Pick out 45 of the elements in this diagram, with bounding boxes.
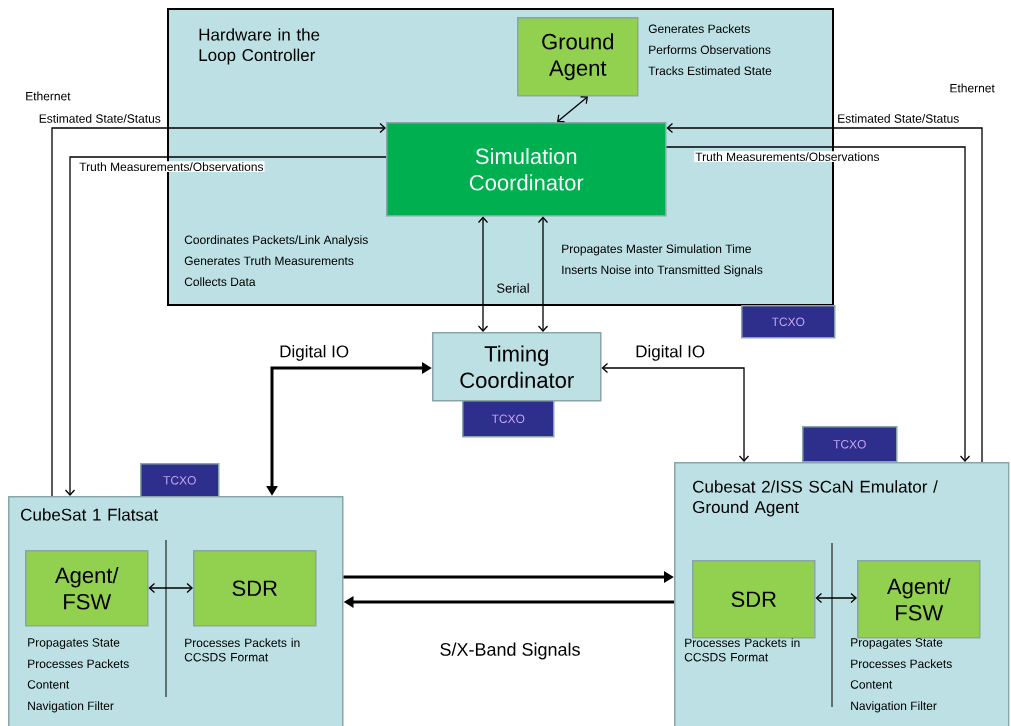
module-box: SDR xyxy=(692,560,816,639)
connector-arrow xyxy=(557,96,588,123)
module-box: Agent/ FSW xyxy=(25,550,149,627)
description-text: Content xyxy=(27,680,70,689)
network-label: Ethernet xyxy=(26,91,71,101)
module-box: Ground Agent xyxy=(517,17,639,97)
description-text: Processes Packets xyxy=(851,659,952,668)
edge-label: Estimated State/Status xyxy=(37,113,162,124)
description-text: Processes Packets in CCSDS Format xyxy=(684,638,800,662)
signal-label: S/X-Band Signals xyxy=(440,642,580,660)
oscillator-chip: TCXO xyxy=(140,463,220,498)
connector-arrow xyxy=(601,362,750,462)
connector-arrow xyxy=(148,582,193,594)
edge-label: Digital IO xyxy=(634,343,707,362)
description-text: Collects Data xyxy=(184,277,256,286)
description-text: Generates Packets xyxy=(648,24,750,33)
module-box: Agent/ FSW xyxy=(857,560,981,639)
edge-label: Digital IO xyxy=(278,343,351,362)
description-text: Processes Packets in CCSDS Format xyxy=(184,638,300,662)
oscillator-chip: TCXO xyxy=(741,305,836,339)
oscillator-chip: TCXO xyxy=(802,426,898,463)
oscillator-chip: TCXO xyxy=(462,400,555,438)
coordinator-box: Timing Coordinator xyxy=(432,332,602,402)
description-text: Generates Truth Measurements xyxy=(184,256,354,265)
description-text: Performs Observations xyxy=(649,45,771,54)
connector-arrow xyxy=(815,592,857,604)
connector-arrow xyxy=(477,216,489,332)
module-box: SDR xyxy=(193,550,317,627)
description-text: Propagates State xyxy=(28,638,120,650)
description-text: Processes Packets xyxy=(28,659,129,668)
coordinator-box: Simulation Coordinator xyxy=(386,122,667,217)
edge-label: Estimated State/Status xyxy=(836,113,961,124)
description-text: Coordinates Packets/Link Analysis xyxy=(184,235,368,247)
connector-arrow xyxy=(537,216,549,332)
description-text: Navigation Filter xyxy=(28,701,114,713)
edge-label: Truth Measurements/Observations xyxy=(694,151,881,162)
description-text: Navigation Filter xyxy=(851,701,937,713)
description-text: Content xyxy=(850,680,893,689)
description-text: Propagates Master Simulation Time xyxy=(562,244,751,256)
description-text: Propagates State xyxy=(851,638,943,650)
interface-label: Serial xyxy=(497,283,529,293)
description-text: Inserts Noise into Transmitted Signals xyxy=(562,265,763,277)
edge-label: Truth Measurements/Observations xyxy=(78,161,265,172)
network-label: Ethernet xyxy=(950,83,995,93)
description-text: Tracks Estimated State xyxy=(648,66,772,75)
